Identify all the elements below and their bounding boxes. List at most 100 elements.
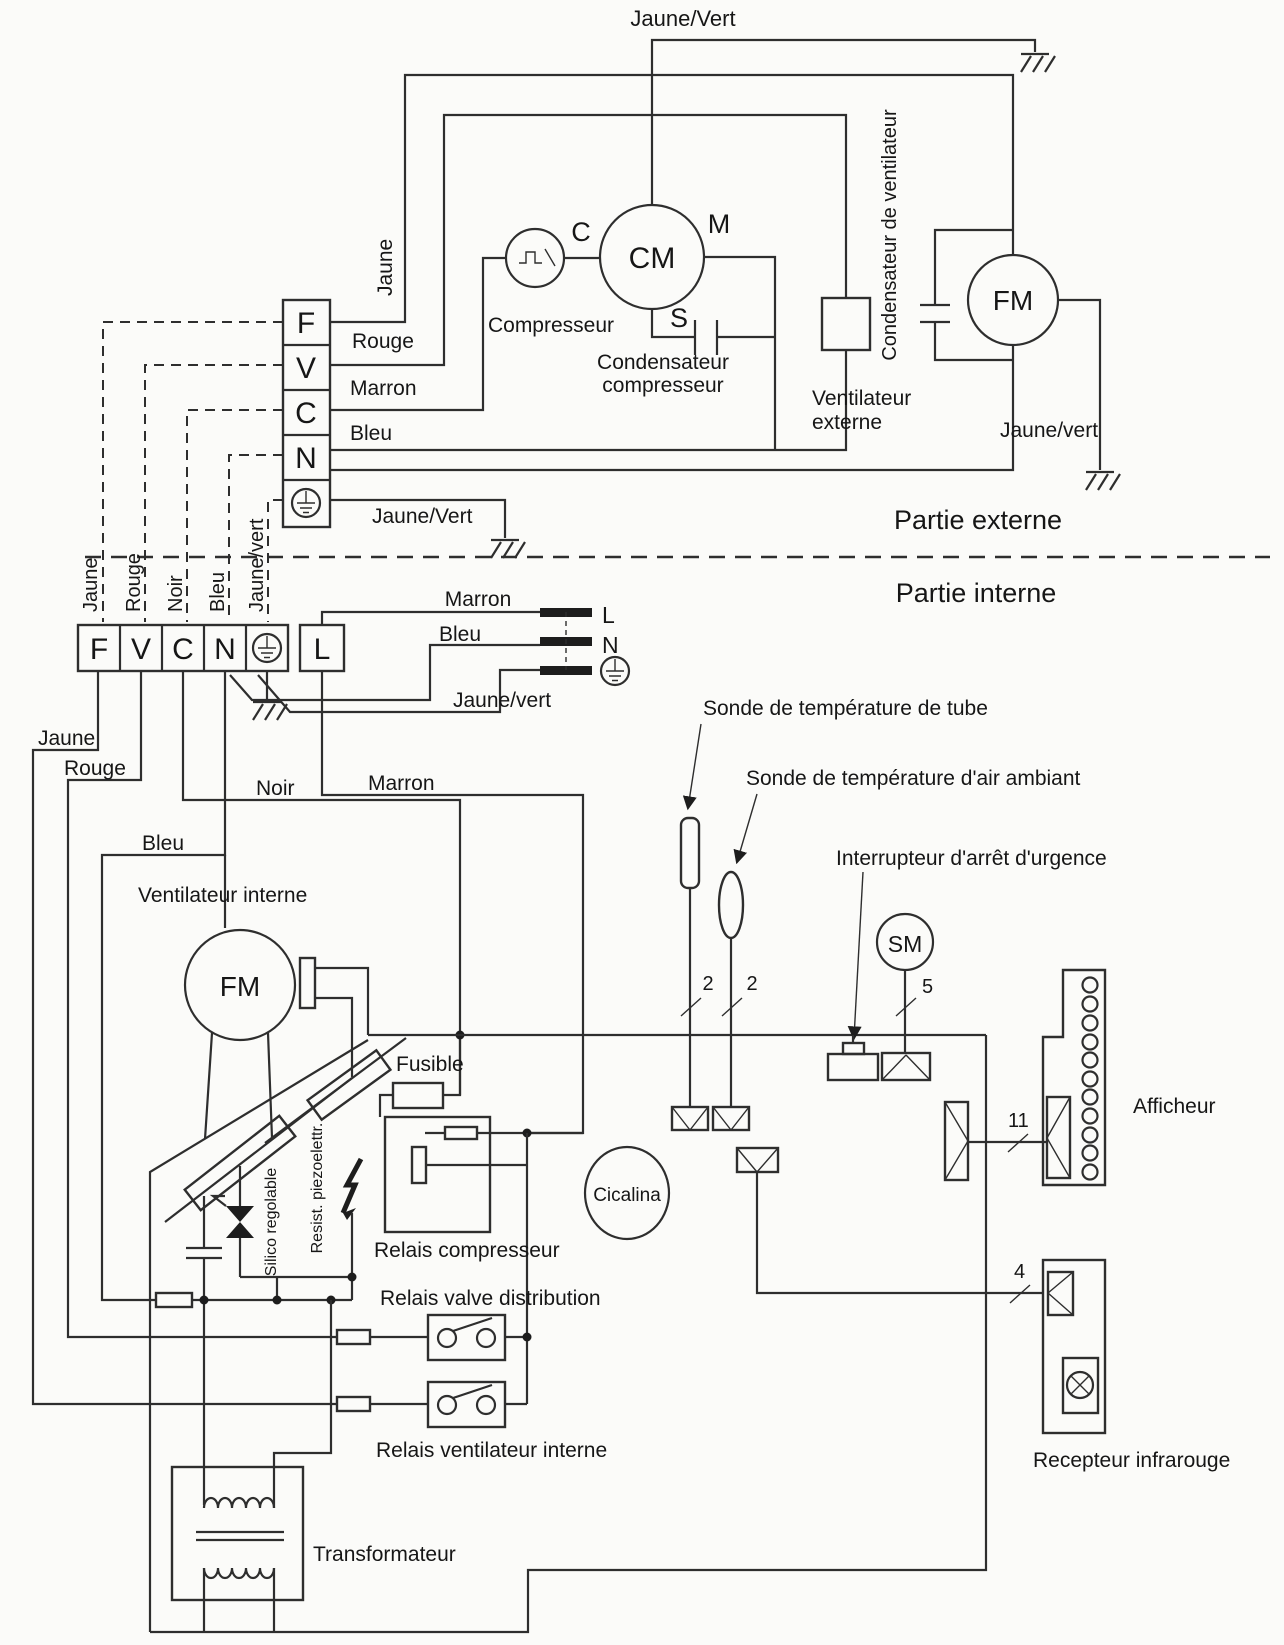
label-recepteur: Recepteur infrarouge bbox=[1033, 1449, 1230, 1472]
arrow-interrupteur bbox=[847, 871, 864, 1041]
wire-m-lead bbox=[704, 255, 777, 450]
infrared-receiver bbox=[1041, 1258, 1107, 1435]
capacitor-board-icon bbox=[186, 1246, 222, 1260]
fan-relay bbox=[426, 1380, 507, 1429]
label-jaune-lower: Jaune bbox=[38, 727, 95, 750]
label-cicalina: Cicalina bbox=[593, 1185, 661, 1206]
diagonal-wire-2 bbox=[264, 1037, 407, 1144]
label-afficheur: Afficheur bbox=[1133, 1095, 1216, 1118]
label-fm-ext: FM bbox=[993, 285, 1033, 316]
label-num-5: 5 bbox=[922, 976, 933, 998]
relay-contact-icon bbox=[410, 1145, 428, 1185]
wire-jaune-internal bbox=[31, 671, 337, 1406]
label-term-l-l: L bbox=[314, 633, 331, 666]
label-jaune-vert-top: Jaune/Vert bbox=[630, 6, 735, 31]
external-fan-junction-box bbox=[820, 296, 872, 352]
label-rouge-upper: Rouge bbox=[352, 330, 414, 353]
wire-bleu-internal bbox=[100, 671, 352, 1302]
label-sm: SM bbox=[888, 931, 923, 957]
label-marron-lower: Marron bbox=[368, 772, 435, 795]
label-jaune-vert-fm: Jaune/vert bbox=[1000, 419, 1098, 442]
terminal-block-lower bbox=[76, 623, 346, 673]
label-term-u-n: N bbox=[295, 442, 317, 475]
label-num-11: 11 bbox=[1008, 1110, 1029, 1132]
label-relais-valve: Relais valve distribution bbox=[380, 1287, 601, 1310]
ground-icon-upper-block bbox=[489, 538, 527, 560]
label-compresseur: Compresseur bbox=[488, 314, 614, 337]
wire-noir-internal bbox=[181, 671, 462, 1097]
label-cond-vent: Condensateur de ventilateur bbox=[879, 109, 901, 361]
display-board bbox=[1041, 968, 1107, 1187]
label-jaune-vert-plug: Jaune/vert bbox=[453, 689, 551, 712]
label-noir-lower: Noir bbox=[256, 777, 295, 800]
label-marron-plug: Marron bbox=[445, 588, 512, 611]
wire-jaune-vert-earth-upper bbox=[330, 498, 507, 538]
label-term-l-c: C bbox=[172, 633, 194, 666]
arrow-sonde-air bbox=[733, 793, 758, 865]
label-fusible: Fusible bbox=[396, 1053, 464, 1076]
label-fm-int: FM bbox=[220, 971, 260, 1002]
wire-jaune-vert-fan bbox=[1058, 298, 1102, 470]
ambient-temp-sensor bbox=[711, 870, 751, 1132]
external-section bbox=[102, 38, 1122, 622]
label-transformateur: Transformateur bbox=[313, 1543, 456, 1566]
mains-plug bbox=[540, 608, 631, 687]
label-term-u-c: C bbox=[295, 397, 317, 430]
label-cm-motor: CM bbox=[629, 242, 676, 275]
ir-led-icon bbox=[1065, 1370, 1095, 1400]
ground-icon-top-right bbox=[1019, 52, 1057, 74]
wire-jaune-external bbox=[330, 73, 1015, 324]
slanted-resistor-2 bbox=[305, 1048, 393, 1122]
capacitor-fan-icon bbox=[920, 303, 950, 324]
label-noir-dash: Noir bbox=[165, 575, 187, 612]
wire-bleu-external-2 bbox=[330, 345, 1015, 472]
earth-terminal-icon-upper bbox=[290, 487, 322, 519]
label-num-2-tube: 2 bbox=[702, 973, 713, 995]
resistor-valve-icon bbox=[335, 1328, 372, 1346]
earth-terminal-icon-lower bbox=[251, 632, 283, 664]
compressor-relay-box bbox=[383, 1115, 492, 1234]
label-sonde-tube: Sonde de température de tube bbox=[703, 697, 988, 720]
triac-icon bbox=[209, 1166, 254, 1277]
wire-marron-external bbox=[330, 256, 506, 412]
resistor-row-icon bbox=[154, 1291, 194, 1309]
wire-bottom-loop bbox=[150, 1035, 988, 1634]
dashed-inter-unit-wires bbox=[102, 321, 283, 622]
label-term-l-f: F bbox=[90, 633, 108, 666]
label-term-l-n: N bbox=[214, 633, 236, 666]
ir-link-connector bbox=[735, 1146, 1043, 1304]
slanted-resistor-1 bbox=[183, 1114, 297, 1212]
piezo-resistor-icon bbox=[340, 1157, 364, 1300]
label-sonde-air: Sonde de température d'air ambiant bbox=[746, 767, 1081, 790]
diagonal-wire-0 bbox=[148, 1039, 369, 1632]
label-jaune-dash: Jaune bbox=[80, 558, 102, 613]
ground-icon-fan bbox=[1084, 470, 1122, 492]
transformer bbox=[170, 1300, 333, 1632]
label-vent-int: Ventilateur interne bbox=[138, 884, 307, 907]
label-plug-l: L bbox=[602, 602, 615, 628]
buzzer-circle bbox=[583, 1145, 671, 1241]
wire-marron-plug bbox=[320, 610, 540, 625]
relay-coil-icon bbox=[443, 1125, 479, 1141]
fuse-icon bbox=[391, 1081, 445, 1110]
display-connector-pair bbox=[943, 1095, 1072, 1182]
wire-jaune-vert-plug bbox=[257, 668, 540, 714]
internal-fan-connector bbox=[298, 956, 317, 1010]
step-motor bbox=[875, 912, 935, 1082]
label-vent-ext-2: externe bbox=[812, 411, 882, 434]
label-term-u-f: F bbox=[297, 307, 315, 340]
label-num-4: 4 bbox=[1014, 1261, 1025, 1283]
valve-relay bbox=[426, 1313, 507, 1362]
label-piezo: Resist. piezoelettr. bbox=[309, 1123, 326, 1254]
label-jaune-vert-dash: Jaune/vert bbox=[246, 518, 268, 612]
thermal-protector-glyph bbox=[519, 248, 556, 267]
wire-rouge-internal bbox=[66, 671, 337, 1339]
label-jaune-rot-top: Jaune bbox=[374, 239, 397, 296]
label-term-l-v: V bbox=[131, 633, 151, 666]
wire-bleu-plug bbox=[229, 643, 540, 702]
label-silico: Silico regolable bbox=[263, 1168, 280, 1277]
label-term-u-v: V bbox=[296, 352, 316, 385]
